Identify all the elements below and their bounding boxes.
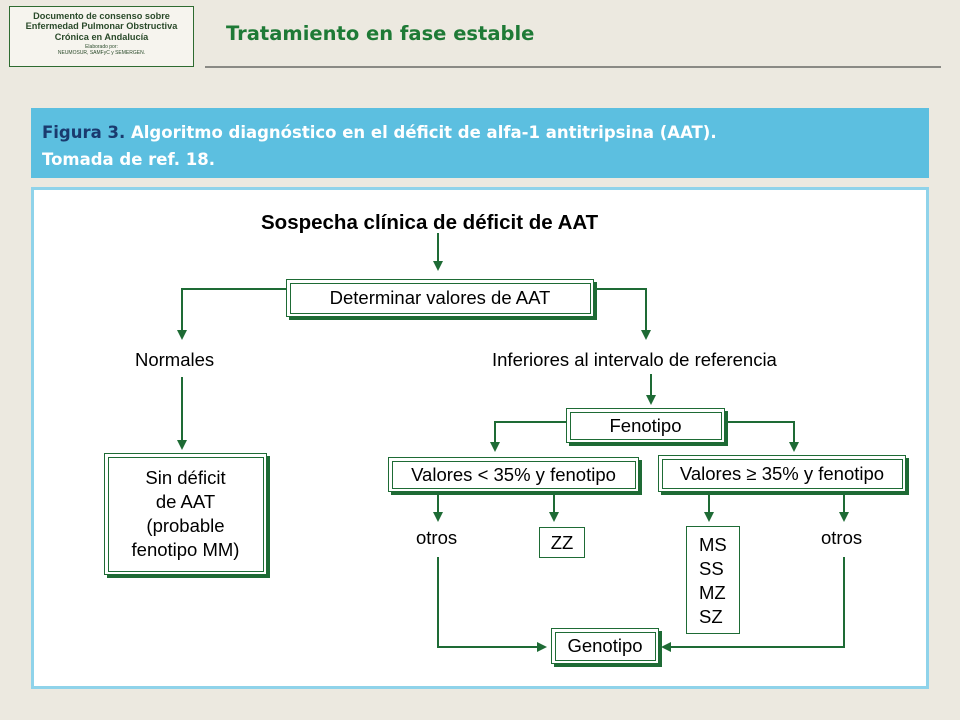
sin-deficit-line-1: Sin déficit: [145, 467, 226, 488]
node-fenotipo: Fenotipo: [566, 408, 725, 443]
logo-line-2: Enfermedad Pulmonar Obstructiva: [25, 21, 178, 32]
sin-deficit-line-3: (probable: [146, 515, 225, 536]
diagram-title: Sospecha clínica de déficit de AAT: [261, 211, 599, 234]
caption-line-1: Figura 3. Algoritmo diagnóstico en el dé…: [42, 119, 918, 146]
logo-line-3: Crónica en Andalucía: [54, 31, 149, 42]
node-valores-lt: Valores < 35% y fenotipo: [388, 457, 639, 492]
logo-line-1: Documento de consenso sobre: [33, 11, 170, 21]
sin-deficit-line-2: de AAT: [155, 491, 216, 512]
flowchart-connectors: [177, 233, 849, 652]
page-title: Tratamiento en fase estable: [226, 22, 535, 45]
consensus-logo: Documento de consenso sobre Enfermedad P…: [9, 6, 194, 67]
label-inferiores: Inferiores al intervalo de referencia: [492, 349, 777, 370]
arrow-to-inferiores: [594, 288, 651, 340]
sin-deficit-line-4: fenotipo MM): [131, 539, 240, 560]
node-zz: ZZ: [539, 527, 585, 558]
logo-credit-label: Elaborado por:: [85, 44, 118, 51]
caption-text-2: Tomada de ref. 18.: [42, 150, 216, 169]
arrow-otros-right-to-genotipo: [661, 557, 845, 652]
caption-label: Figura 3.: [42, 123, 126, 142]
genotype-ss: SS: [699, 558, 724, 579]
label-normales: Normales: [135, 349, 215, 370]
logo-credit-orgs: NEUMOSUR, SAMFyC y SEMERGEN.: [57, 50, 146, 57]
flowchart: Sospecha clínica de déficit de AAT Deter…: [31, 187, 929, 689]
node-sin-deficit: Sin déficit de AAT (probable fenotipo MM…: [104, 453, 267, 575]
arrow-otros-left-to-genotipo: [437, 557, 547, 652]
genotype-mz: MZ: [699, 582, 726, 603]
arrow-fenotipo-to-ge: [725, 421, 799, 452]
figure-caption: Figura 3. Algoritmo diagnóstico en el dé…: [31, 108, 929, 178]
node-genotypes-list: MS SS MZ SZ: [686, 526, 740, 634]
header-divider: [205, 66, 941, 68]
label-otros-left: otros: [416, 527, 458, 548]
node-genotipo: Genotipo: [551, 628, 659, 664]
arrow-fenotipo-to-lt: [490, 421, 566, 452]
arrow-to-normales: [177, 288, 286, 340]
node-determinar: Determinar valores de AAT: [286, 279, 594, 317]
label-otros-right: otros: [821, 527, 863, 548]
genotype-sz: SZ: [699, 606, 723, 627]
caption-text-1: Algoritmo diagnóstico en el déficit de a…: [125, 123, 717, 142]
genotype-ms: MS: [699, 534, 727, 555]
node-valores-ge: Valores ≥ 35% y fenotipo: [658, 455, 906, 492]
